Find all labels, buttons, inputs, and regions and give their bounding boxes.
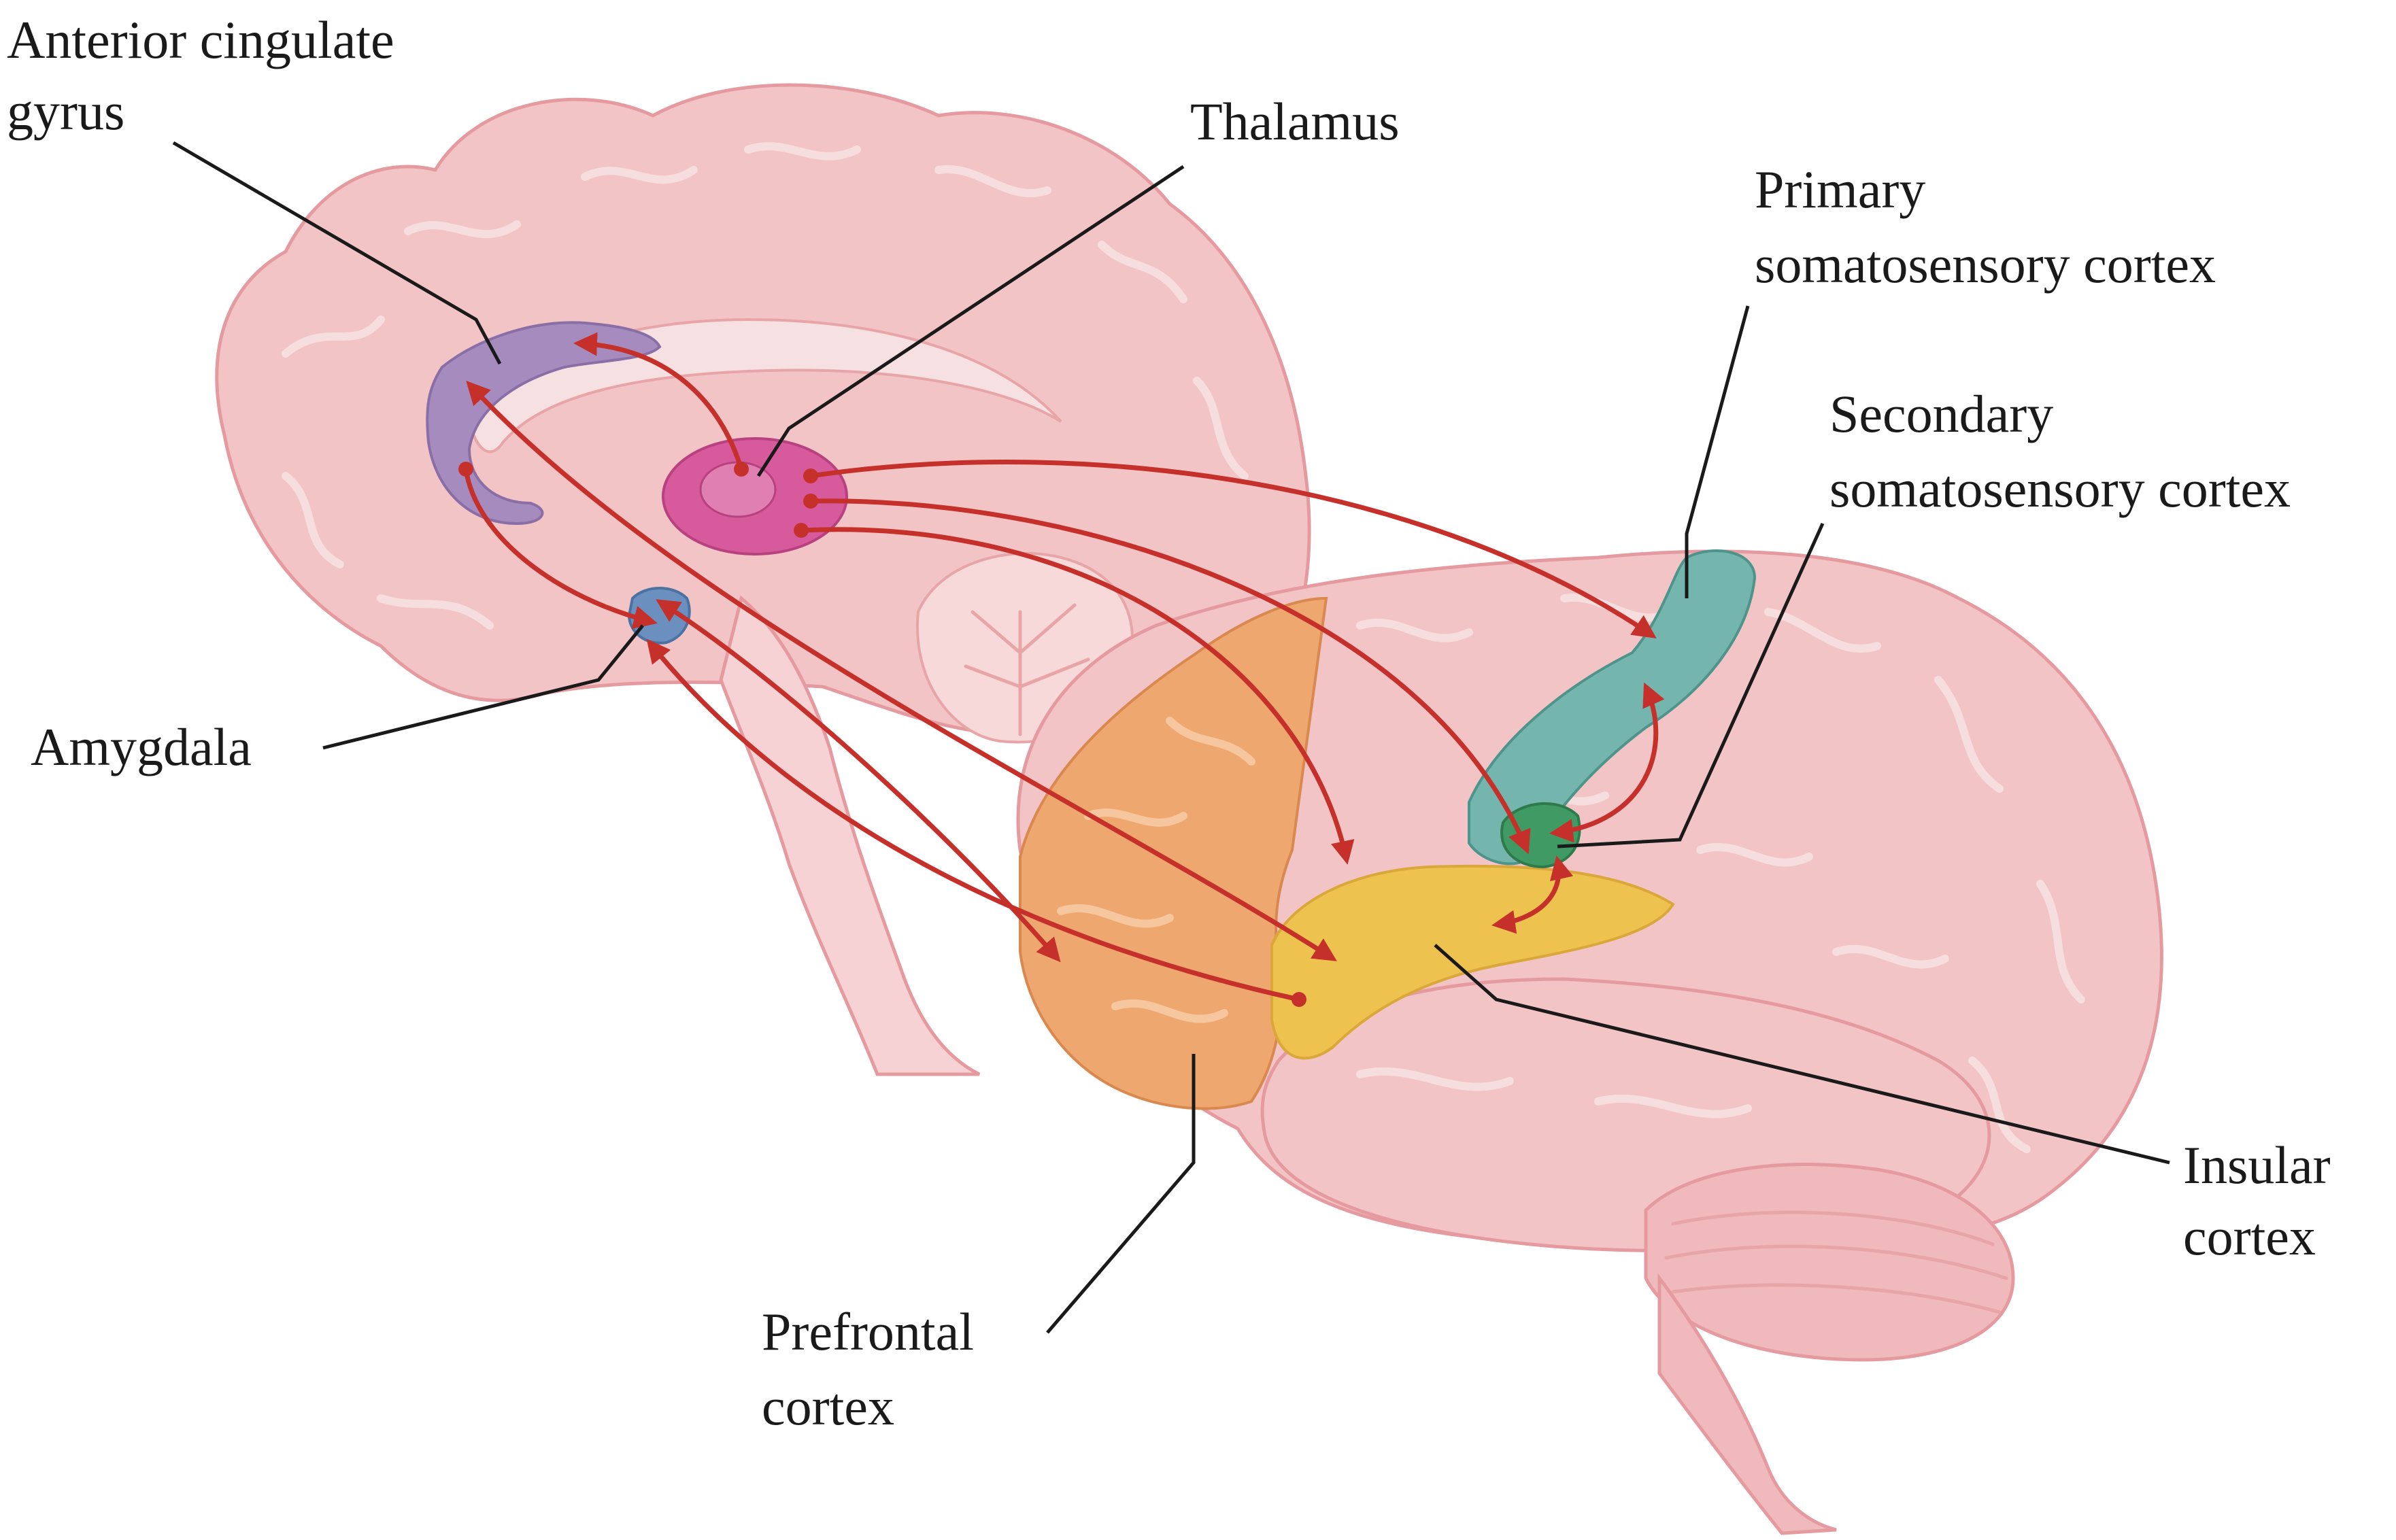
- arrow-s1-s2: [1549, 682, 1665, 843]
- label-secondary-line2: somatosensory cortex: [1829, 459, 2291, 518]
- lateral-brainstem: [1657, 1273, 1837, 1535]
- label-primary-line1: Primary: [1755, 160, 1925, 219]
- label-secondary-line1: Secondary: [1829, 384, 2053, 443]
- label-prefrontal-line2: cortex: [762, 1377, 894, 1436]
- arrow-s2-insula: [1491, 855, 1574, 934]
- leader-pfc: [1046, 1054, 1196, 1334]
- arrow-insula-to-amygdala: [646, 638, 1300, 1002]
- leader-lines: [172, 141, 2170, 1334]
- leader-amygdala: [322, 624, 644, 750]
- leader-s2: [1557, 522, 1825, 849]
- pathway-arrows: [458, 332, 1665, 1007]
- labels: Anterior cingulate gyrus Thalamus Primar…: [7, 10, 2331, 1436]
- leader-thalamus: [756, 165, 1185, 477]
- label-prefrontal-line1: Prefrontal: [762, 1302, 974, 1361]
- leader-insula: [1434, 944, 2170, 1165]
- secondary-somatosensory-cortex-region: [1500, 802, 1581, 869]
- leader-acg: [172, 141, 502, 365]
- label-amygdala: Amygdala: [31, 717, 252, 776]
- label-primary-line2: somatosensory cortex: [1755, 235, 2216, 294]
- leader-s1: [1685, 305, 1750, 598]
- label-anterior-cingulate-line2: gyrus: [7, 82, 124, 141]
- label-thalamus: Thalamus: [1190, 92, 1400, 151]
- label-insular-line2: cortex: [2183, 1207, 2316, 1266]
- label-anterior-cingulate-line1: Anterior cingulate: [7, 10, 394, 69]
- cerebellum-folia: [1664, 1210, 2008, 1314]
- label-insular-line1: Insular: [2183, 1135, 2331, 1195]
